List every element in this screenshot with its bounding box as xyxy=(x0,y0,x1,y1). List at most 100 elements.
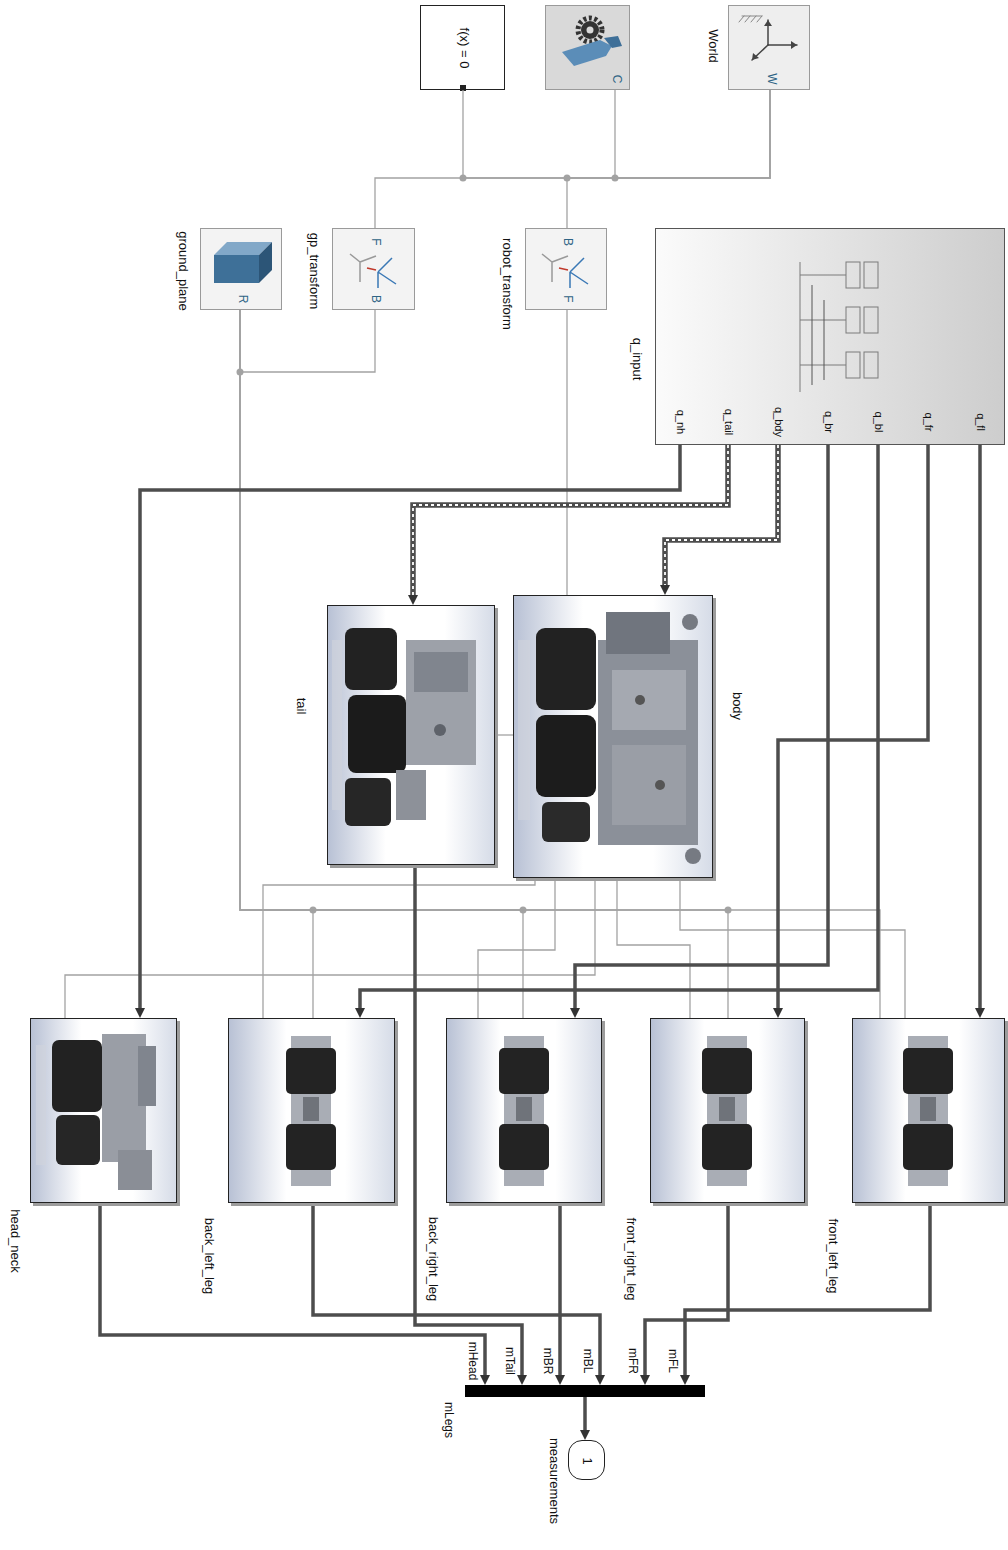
signal-label: mLegs xyxy=(441,1400,454,1440)
part-subsystem: front_left_leg xyxy=(852,1018,1005,1203)
port-label: B xyxy=(368,295,381,303)
arrowhead xyxy=(680,1375,690,1385)
junction-dot xyxy=(237,175,732,914)
block-label: gp_transform xyxy=(307,231,321,312)
port-label: B xyxy=(560,238,573,246)
solver-config-block: C xyxy=(545,5,630,90)
constraint-block: f(x) = 0 xyxy=(420,5,505,90)
subsystem-icon xyxy=(800,262,878,392)
signal-line xyxy=(680,1203,930,1385)
port-label: q_tail xyxy=(723,409,735,435)
physical-connection xyxy=(478,878,555,1018)
port-label: F xyxy=(368,238,381,245)
arrowhead xyxy=(408,595,418,605)
block-label: measurements xyxy=(547,1436,561,1526)
port-label: q_fl xyxy=(975,413,987,431)
transform-block: robot_transformBF xyxy=(525,228,607,310)
physical-connection xyxy=(65,878,595,1018)
signal-line xyxy=(135,445,680,1018)
port-label: W xyxy=(764,73,777,84)
port-label: q_br xyxy=(823,411,835,433)
leg-cad-render xyxy=(286,1036,336,1186)
leg-cad-render xyxy=(702,1036,752,1186)
physical-connection xyxy=(495,735,513,736)
physical-connection xyxy=(240,310,880,1018)
part-subsystem: back_right_leg xyxy=(446,1018,602,1203)
physical-connection xyxy=(567,310,568,595)
part-subsystem: back_left_leg xyxy=(228,1018,395,1203)
arrowhead xyxy=(773,1008,783,1018)
arrowhead xyxy=(355,1008,365,1018)
signal-line xyxy=(100,1203,490,1385)
block-label: mTail xyxy=(502,1345,515,1377)
signal-line xyxy=(773,445,928,1018)
arrowhead xyxy=(135,1008,145,1018)
port-label: R xyxy=(235,295,248,304)
block-label: ground_plane xyxy=(176,229,190,313)
port-label: q_bdy xyxy=(773,407,785,437)
physical-connection xyxy=(567,90,770,228)
physical-connection xyxy=(463,90,770,178)
arrowhead xyxy=(660,585,670,595)
port-label: f(x) = 0 xyxy=(457,28,471,69)
world-frame-icon xyxy=(739,16,797,60)
arrowhead xyxy=(580,1430,590,1440)
outport-block: 1measurements xyxy=(568,1440,605,1480)
tail-cad-render xyxy=(332,628,476,826)
part-subsystem: tail xyxy=(327,605,495,865)
physical-connection xyxy=(240,310,375,372)
part-subsystem: body xyxy=(513,595,713,878)
block-label: robot_transform xyxy=(500,236,514,332)
signal-line xyxy=(570,445,828,1018)
arrowhead xyxy=(517,1375,527,1385)
port-label: q_bl xyxy=(873,412,885,433)
signal-line xyxy=(408,445,728,605)
transform-block: gp_transformFB xyxy=(332,228,415,310)
block-label: mHead xyxy=(465,1340,478,1383)
block-label: front_right_leg xyxy=(624,1215,638,1302)
signal-line xyxy=(660,445,778,595)
transform-icon xyxy=(350,254,396,288)
signal-line xyxy=(355,445,878,1018)
block-label: World xyxy=(706,27,720,65)
block-label: mFL xyxy=(665,1347,678,1375)
block-label: mBR xyxy=(540,1346,553,1377)
arrowhead xyxy=(975,1008,985,1018)
world-frame-block: WorldW xyxy=(728,5,810,90)
arrowhead xyxy=(595,1375,605,1385)
signal-line xyxy=(580,1397,590,1440)
subsystem-block: q_inputq_nhq_tailq_bdyq_brq_blq_frq_fl xyxy=(655,228,1005,445)
arrowhead xyxy=(555,1375,565,1385)
signal-line xyxy=(975,445,985,1018)
block-label: body xyxy=(730,690,744,722)
arrowhead xyxy=(480,1375,490,1385)
solver-icon xyxy=(562,18,622,66)
physical-connection xyxy=(375,90,770,228)
leg-cad-render xyxy=(903,1036,953,1186)
block-label: back_left_leg xyxy=(202,1216,216,1297)
signal-line xyxy=(415,865,527,1385)
block-label: tail xyxy=(294,696,308,717)
transform-icon xyxy=(542,254,588,288)
leg-cad-render xyxy=(499,1036,549,1186)
signal-line xyxy=(555,1203,565,1385)
block-label: head_neck xyxy=(8,1207,22,1275)
physical-connection xyxy=(240,310,313,1018)
ground-plane-block: ground_planeR xyxy=(200,228,282,310)
arrowhead xyxy=(640,1375,650,1385)
block-label: front_left_leg xyxy=(826,1216,840,1295)
head-neck-cad-render xyxy=(36,1034,156,1190)
physical-connection xyxy=(240,310,523,1018)
part-subsystem: front_right_leg xyxy=(650,1018,805,1203)
port-label: 1 xyxy=(580,1457,594,1464)
port-label: q_nh xyxy=(675,410,687,434)
port-label: F xyxy=(560,295,573,302)
signal-line xyxy=(313,1203,605,1385)
physical-connection xyxy=(680,878,905,1018)
bus-creator: mHeadmTailmBRmBLmFRmFL xyxy=(465,1385,705,1397)
block-label: mFR xyxy=(625,1346,638,1376)
block-label: back_right_leg xyxy=(426,1215,440,1304)
block-label: mBL xyxy=(580,1347,593,1376)
